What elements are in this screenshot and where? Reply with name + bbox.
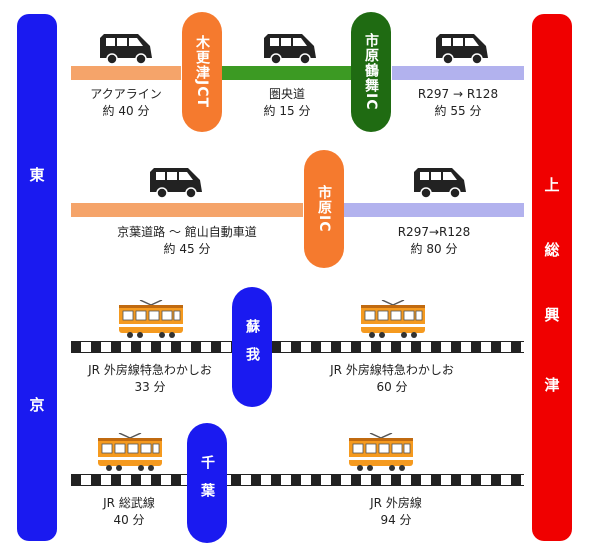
station-soga: 蘇我 <box>232 287 272 407</box>
route1-segment1-time: 約 40 分 <box>102 104 150 118</box>
route1-segment1-label: アクアライン 約 40 分 <box>71 86 181 120</box>
route2-segment1-time: 約 45 分 <box>163 242 211 256</box>
rail1-segment2-name: JR 外房線特急わかしお <box>330 363 454 377</box>
rail1-segment1-label: JR 外房線特急わかしお 33 分 <box>71 362 229 396</box>
train-icon <box>361 300 425 338</box>
junction-kisarazu-jct: 木更津JCT <box>182 12 222 132</box>
car-icon <box>436 34 488 65</box>
rail2-segment2-label: JR 外房線 94 分 <box>296 495 496 529</box>
origin-char-1: 東 <box>29 166 45 184</box>
route1-segment2-label: 圏央道 約 15 分 <box>222 86 352 120</box>
route1-segment1-name: アクアライン <box>90 87 162 101</box>
destination-char-4: 津 <box>544 376 560 394</box>
route2-segment2-name: R297→R128 <box>397 225 471 239</box>
train-icon <box>349 433 413 471</box>
route1-segment1-bar <box>71 66 181 80</box>
route1-segment3-bar <box>392 66 524 80</box>
route1-segment2-time: 約 15 分 <box>263 104 311 118</box>
train-icon <box>119 300 183 338</box>
station-chiba: 千葉 <box>187 423 227 543</box>
rail1-segment2-label: JR 外房線特急わかしお 60 分 <box>292 362 492 396</box>
rail1-track <box>71 341 524 353</box>
rail1-segment1-name: JR 外房線特急わかしお <box>88 363 212 377</box>
rail2-track <box>71 474 524 486</box>
route2-segment1-label: 京葉道路 ～ 館山自動車道 約 45 分 <box>71 224 303 258</box>
rail1-segment1-time: 33 分 <box>134 380 166 394</box>
car-icon <box>414 168 466 199</box>
route1-segment2-name: 圏央道 <box>268 87 305 101</box>
rail2-segment1-time: 40 分 <box>113 513 145 527</box>
destination-char-2: 総 <box>544 241 560 259</box>
rail2-segment1-label: JR 総武線 40 分 <box>71 495 187 529</box>
destination-char-1: 上 <box>544 176 560 194</box>
route2-segment1-bar <box>71 203 303 217</box>
train-icon <box>98 433 162 471</box>
route2-segment2-bar <box>344 203 524 217</box>
origin-char-2: 京 <box>29 396 45 414</box>
car-icon <box>264 34 316 65</box>
destination-char-3: 興 <box>544 306 560 324</box>
route1-segment2-bar <box>222 66 352 80</box>
route1-segment3-time: 約 55 分 <box>434 104 482 118</box>
rail2-segment1-name: JR 総武線 <box>103 496 155 510</box>
rail2-segment2-name: JR 外房線 <box>370 496 422 510</box>
route1-segment3-label: R297 → R128 約 55 分 <box>392 86 524 120</box>
route1-segment3-name: R297 → R128 <box>417 87 499 101</box>
destination-kazusa-okitsu: 上 総 興 津 <box>532 14 572 541</box>
route2-segment2-label: R297→R128 約 80 分 <box>344 224 524 258</box>
car-icon <box>100 34 152 65</box>
route2-segment1-name: 京葉道路 ～ 館山自動車道 <box>117 225 257 239</box>
car-icon <box>150 168 202 199</box>
junction-ichihara-ic: 市原IC <box>304 150 344 268</box>
rail2-segment2-time: 94 分 <box>380 513 412 527</box>
junction-ichihara-tsurumai-ic: 市原鶴舞IC <box>351 12 391 132</box>
origin-tokyo: 東 京 <box>17 14 57 541</box>
route2-segment2-time: 約 80 分 <box>410 242 458 256</box>
rail1-segment2-time: 60 分 <box>376 380 408 394</box>
